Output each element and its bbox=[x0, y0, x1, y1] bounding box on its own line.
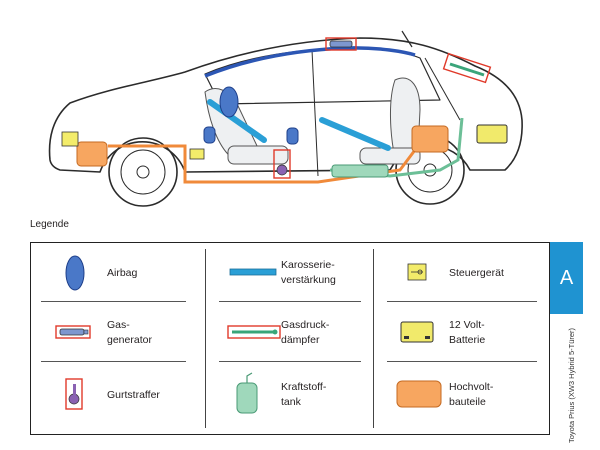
legend-label: Steuergerät bbox=[449, 266, 504, 279]
hv-rear-battery bbox=[411, 125, 449, 153]
legend-item-gas-strut: Gasdruck- dämpfer bbox=[205, 305, 373, 361]
column-divider bbox=[373, 249, 374, 428]
legend-label: Kraftstoff- tank bbox=[281, 381, 327, 408]
high-voltage-icon bbox=[396, 380, 442, 408]
control-unit-icon bbox=[407, 263, 427, 281]
12v-battery bbox=[476, 124, 508, 144]
legend-title: Legende bbox=[30, 219, 69, 230]
legend-item-airbag: Airbag bbox=[31, 245, 199, 301]
fuel-tank-icon bbox=[236, 372, 258, 414]
row-divider bbox=[219, 361, 361, 362]
belt-tensioner bbox=[273, 149, 291, 179]
legend-item-control-unit: Steuergerät bbox=[373, 245, 541, 301]
row-divider bbox=[387, 301, 537, 302]
car-body-outline bbox=[48, 30, 523, 177]
legend-item-belt-tensioner: Gurtstraffer bbox=[31, 367, 199, 423]
legend-label: Gurtstraffer bbox=[107, 388, 160, 401]
legend-label: Airbag bbox=[107, 266, 138, 279]
legend-label: Gasdruck- dämpfer bbox=[281, 319, 330, 346]
airbag-icon bbox=[65, 255, 85, 291]
front-wheel bbox=[108, 137, 178, 207]
legend-item-gas-generator: Gas- generator bbox=[31, 305, 199, 361]
legend-item-battery: 12 Volt- Batterie bbox=[373, 305, 541, 361]
row-divider bbox=[219, 301, 361, 302]
hv-cable bbox=[108, 144, 417, 184]
roof-reinforcement bbox=[204, 46, 416, 78]
legend-label: Gas- generator bbox=[107, 319, 152, 346]
control-units bbox=[61, 131, 205, 160]
legend-box: Airbag Karosserie- verstärkung Steuerger… bbox=[30, 242, 550, 435]
column-divider bbox=[205, 249, 206, 428]
gas-generator-icon bbox=[55, 325, 91, 339]
body-reinforcement-icon bbox=[229, 268, 277, 276]
legend-item-fuel-tank: Kraftstoff- tank bbox=[205, 367, 373, 423]
roof-gas-generator bbox=[325, 37, 357, 51]
row-divider bbox=[387, 361, 537, 362]
vehicle-caption: Toyota Prius (XW3 Hybrid 5-Türer) bbox=[567, 327, 576, 443]
belt-tensioner-icon bbox=[65, 378, 83, 410]
body-reinforcements bbox=[207, 99, 391, 151]
legend-item-body-reinforcement: Karosserie- verstärkung bbox=[205, 245, 373, 301]
row-divider bbox=[41, 301, 186, 302]
airbags bbox=[203, 86, 299, 145]
row-divider bbox=[41, 361, 186, 362]
section-tab: A bbox=[550, 242, 583, 314]
fuel-tank bbox=[331, 164, 389, 178]
car-rescue-diagram bbox=[48, 30, 523, 207]
tailgate-gas-strut bbox=[442, 52, 492, 84]
gas-strut-icon bbox=[227, 325, 281, 339]
legend-label: Karosserie- verstärkung bbox=[281, 259, 336, 286]
legend-label: Hochvolt- bauteile bbox=[449, 381, 494, 408]
hv-front-unit bbox=[76, 141, 108, 167]
legend-label: 12 Volt- Batterie bbox=[449, 319, 486, 346]
legend-item-high-voltage: Hochvolt- bauteile bbox=[373, 367, 541, 423]
battery-icon bbox=[400, 321, 434, 343]
